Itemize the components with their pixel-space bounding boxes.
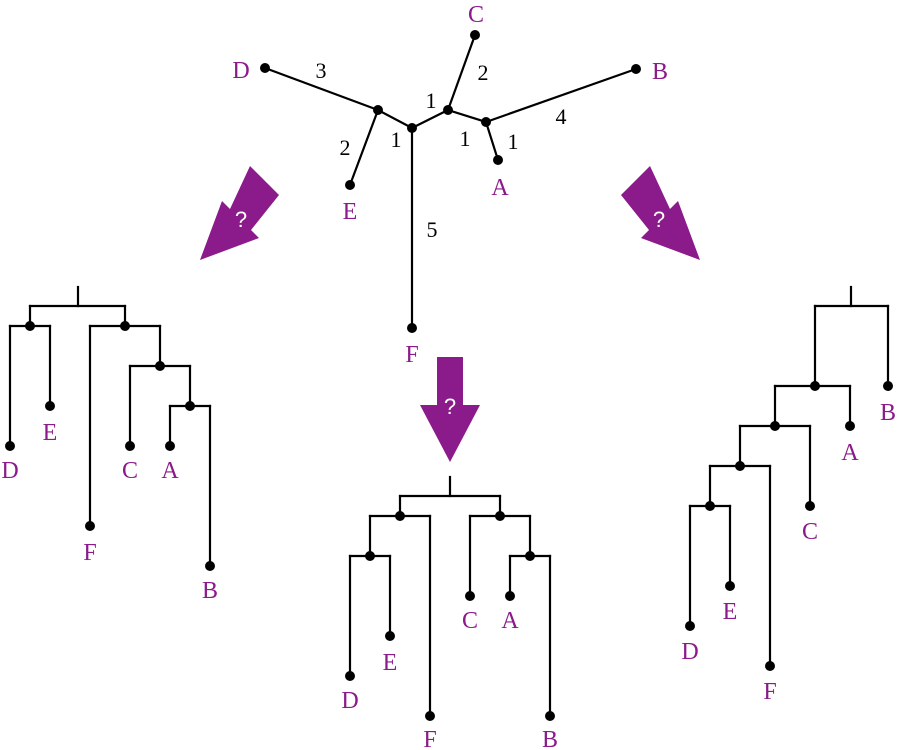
node-defc: [770, 421, 780, 431]
leaf-label-b: B: [880, 400, 896, 426]
leaf-label-d: D: [341, 688, 358, 714]
node-e: [725, 581, 735, 591]
node-e: [345, 180, 355, 190]
arrow-middle-question: ?: [444, 394, 456, 419]
branch-length-c: 2: [478, 60, 489, 85]
leaf-label-d: D: [681, 639, 698, 665]
edge-center-c: [410, 108, 450, 130]
node-b: [205, 561, 215, 571]
arrow-middle: ?: [420, 357, 480, 462]
node-c: [465, 591, 475, 601]
leaf-label-b: B: [202, 578, 218, 604]
branch-length-b: 4: [556, 104, 567, 129]
node-def: [395, 511, 405, 521]
leaf-label-f: F: [83, 540, 96, 566]
branch-length-cab-ab: 1: [460, 126, 471, 151]
node-a: [505, 591, 515, 601]
leaf-label-f: F: [423, 727, 436, 750]
node-d: [685, 621, 695, 631]
node-b: [883, 381, 893, 391]
arrow-right-question: ?: [653, 207, 665, 232]
node-a: [493, 155, 503, 165]
branch-length-center-c: 1: [426, 88, 437, 113]
edge-a: [484, 120, 500, 162]
node-de: [705, 501, 715, 511]
branch-length-de-center: 1: [391, 127, 402, 152]
node-f: [85, 521, 95, 531]
node-c: [470, 30, 480, 40]
node-f: [425, 711, 435, 721]
arrow-left: ?: [200, 166, 279, 260]
node-e: [45, 401, 55, 411]
leaf-label-b: B: [652, 59, 668, 85]
arrow-left-shape: [200, 166, 279, 260]
node-cab: [495, 511, 505, 521]
branch-length-d: 3: [316, 58, 327, 83]
leaf-label-c: C: [468, 2, 484, 28]
arrow-right: ?: [621, 166, 700, 260]
node-ab: [481, 117, 491, 127]
node-a: [165, 441, 175, 451]
edge-d: [263, 66, 380, 112]
rooted-tree-middle: D E F C A B: [341, 475, 558, 750]
rooted-tree-left: D E F C A B: [1, 285, 218, 604]
node-d: [260, 63, 270, 73]
leaf-label-e: E: [723, 599, 738, 625]
leaf-label-f: F: [405, 342, 418, 368]
leaf-label-e: E: [383, 650, 398, 676]
edge-b: [484, 67, 638, 124]
arrow-middle-shape: [420, 357, 480, 462]
leaf-label-e: E: [43, 420, 58, 446]
branch-length-f: 5: [427, 217, 438, 242]
node-fcab: [120, 321, 130, 331]
node-c: [125, 441, 135, 451]
arrow-right-shape: [621, 166, 700, 260]
leaf-label-d: D: [1, 458, 18, 484]
leaf-label-c: C: [122, 458, 138, 484]
node-a: [845, 421, 855, 431]
node-c: [805, 501, 815, 511]
leaf-label-f: F: [763, 679, 776, 705]
branch-length-a: 1: [508, 129, 519, 154]
leaf-label-b: B: [542, 727, 558, 750]
branch-length-e: 2: [340, 135, 351, 160]
node-d: [5, 441, 15, 451]
edge-de-center: [376, 108, 414, 130]
node-cab: [155, 361, 165, 371]
node-ab: [185, 401, 195, 411]
unrooted-tree: D E C B A F 3 2 1 1 2 1 1 4 5: [232, 2, 668, 368]
leaf-label-a: A: [841, 440, 859, 466]
edge-c: [446, 33, 477, 112]
node-cab: [443, 105, 453, 115]
node-de: [25, 321, 35, 331]
node-b: [545, 711, 555, 721]
node-d: [345, 671, 355, 681]
node-b: [631, 64, 641, 74]
node-de: [365, 551, 375, 561]
leaf-label-a: A: [491, 175, 509, 201]
leaf-label-c: C: [462, 608, 478, 634]
leaf-label-e: E: [343, 199, 358, 225]
node-defca: [810, 381, 820, 391]
edge-e: [348, 108, 380, 187]
arrow-left-question: ?: [235, 207, 247, 232]
leaf-label-c: C: [802, 519, 818, 545]
node-de: [373, 105, 383, 115]
node-ab: [525, 551, 535, 561]
edge-cab-ab: [446, 108, 488, 124]
node-e: [385, 631, 395, 641]
node-center: [407, 123, 417, 133]
leaf-label-d: D: [232, 58, 249, 84]
node-f: [407, 323, 417, 333]
node-f: [765, 661, 775, 671]
leaf-label-a: A: [161, 458, 179, 484]
node-def: [735, 461, 745, 471]
rooted-tree-right: D E F C A B: [681, 285, 896, 705]
leaf-label-a: A: [501, 608, 519, 634]
